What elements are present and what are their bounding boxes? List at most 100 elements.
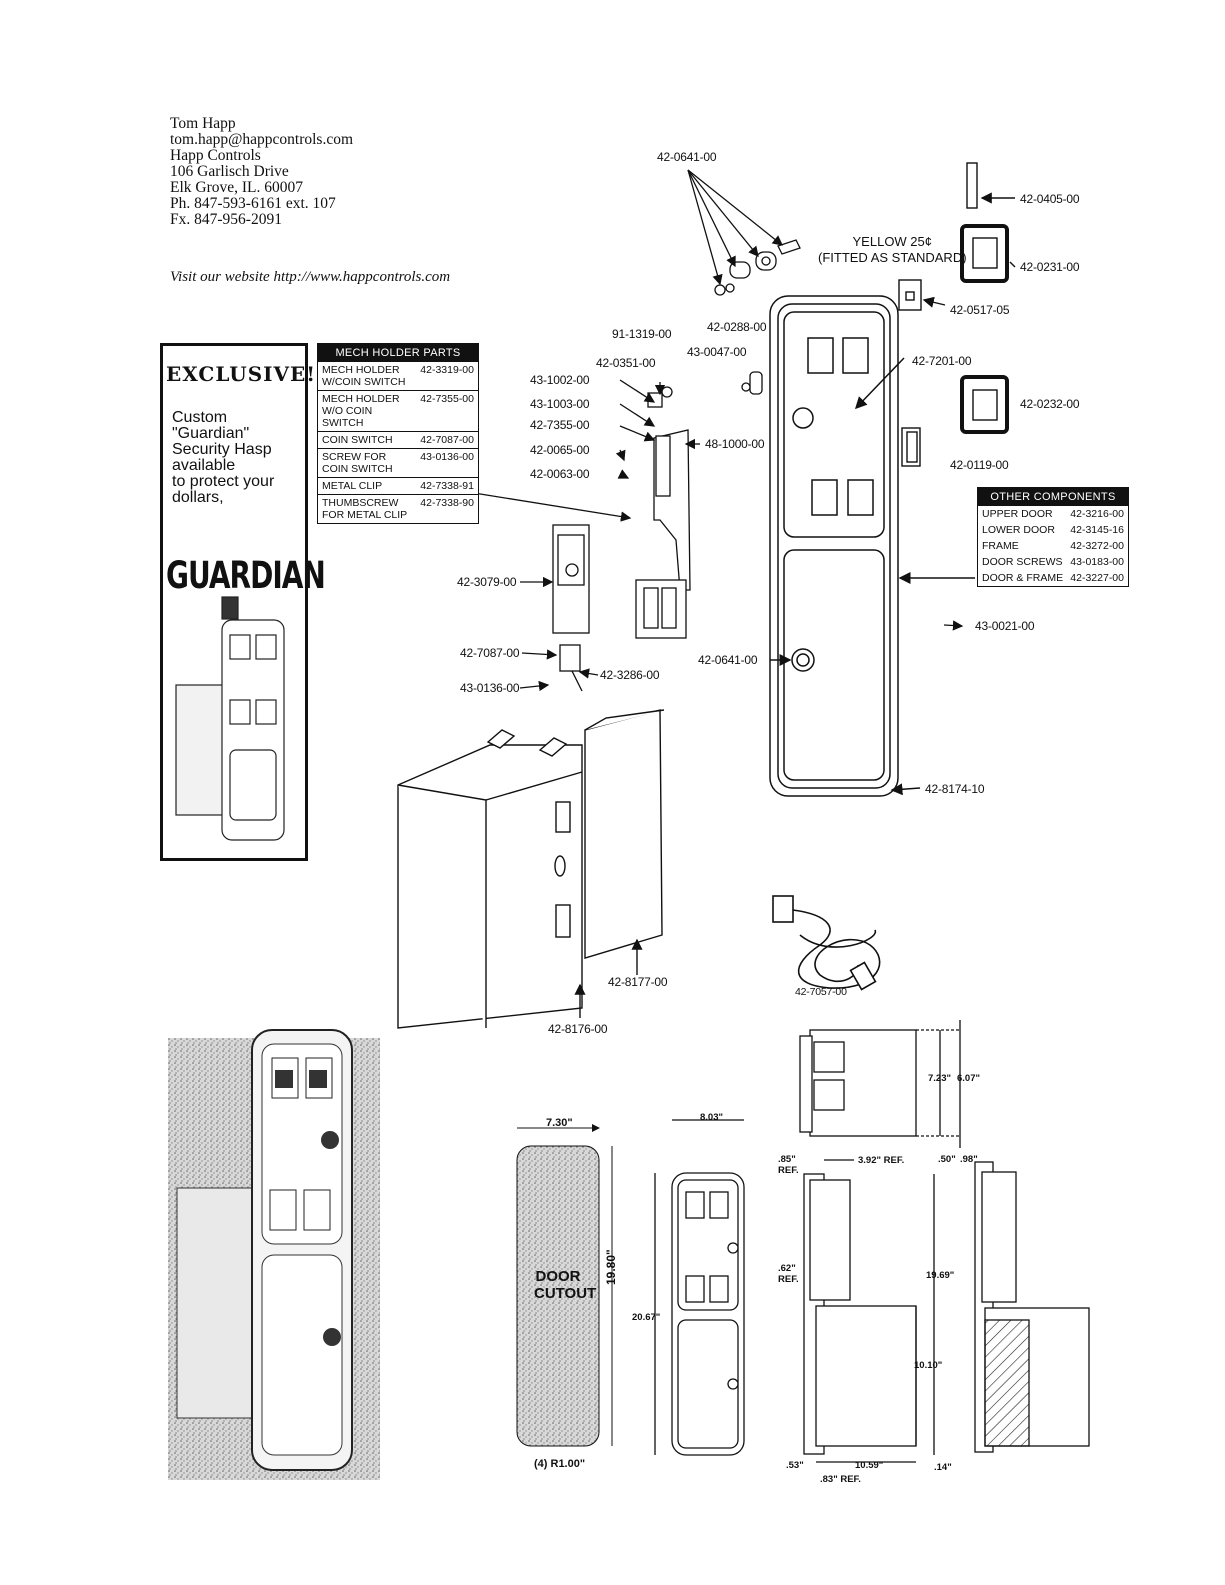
mech-holder-title: MECH HOLDER PARTS <box>318 344 478 362</box>
part-number: 42-3227-00 <box>1070 572 1124 584</box>
yellow-coin-note: YELLOW 25¢ (FITTED AS STANDARD) <box>818 234 967 266</box>
callout-label: 42-0231-00 <box>1020 260 1080 274</box>
coin-door-photo <box>168 1029 380 1480</box>
dim-top-d1: .50" <box>938 1154 956 1165</box>
dim-cutout-radius: (4) R1.00" <box>534 1458 586 1470</box>
callout-label: 43-0047-00 <box>687 345 747 359</box>
door-cutout-label: DOOR CUTOUT <box>534 1268 596 1302</box>
section-view <box>974 1161 1090 1453</box>
callout-label: 42-8174-10 <box>925 782 985 796</box>
callout-label: 42-0517-05 <box>950 303 1010 317</box>
callout-label: 42-0641-00 <box>657 150 717 164</box>
callout-label: 42-8176-00 <box>548 1022 608 1036</box>
yellow-note-line2: (FITTED AS STANDARD) <box>818 250 967 265</box>
other-components-title: OTHER COMPONENTS <box>978 488 1128 506</box>
part-number: 42-7087-00 <box>420 434 474 446</box>
parts-row: COIN SWITCH 42-7087-00 <box>318 432 478 449</box>
door-cutout-drawing <box>516 1124 613 1447</box>
part-name: MECH HOLDER W/O COIN SWITCH <box>322 393 400 429</box>
lock-parts <box>687 169 801 296</box>
callout-label: 43-0021-00 <box>975 619 1035 633</box>
contact-block: Tom Happ tom.happ@happcontrols.com Happ … <box>170 116 353 228</box>
dim-side-83: .83" REF. <box>820 1474 861 1485</box>
top-view <box>799 1020 961 1148</box>
part-number: 42-3319-00 <box>420 364 474 376</box>
dim-side-ref1b: REF. <box>778 1165 799 1176</box>
callout-label: 48-1000-00 <box>705 437 765 451</box>
dim-side-53: .53" <box>786 1460 804 1471</box>
callout-label: 43-0136-00 <box>460 681 520 695</box>
callout-label: 42-0351-00 <box>596 356 656 370</box>
contact-fax: Fx. 847-956-2091 <box>170 211 282 228</box>
dim-side-ref1: .85" <box>778 1154 796 1165</box>
dim-door-height: 20.67" <box>632 1312 661 1323</box>
callout-label: 42-0288-00 <box>707 320 767 334</box>
dim-door-width: 8.03" <box>700 1112 723 1123</box>
callout-label: 42-0065-00 <box>530 443 590 457</box>
contact-street: 106 Garlisch Drive <box>170 163 289 180</box>
contact-email[interactable]: tom.happ@happcontrols.com <box>170 131 354 148</box>
callout-label: 43-1002-00 <box>530 373 590 387</box>
promo-line: "Guardian" <box>172 425 250 442</box>
dim-top-h1: 7.23" <box>928 1073 951 1084</box>
coin-door-exploded <box>769 295 975 797</box>
promo-text: Custom "Guardian" Security Hasp availabl… <box>172 410 274 506</box>
callout-label: 42-0405-00 <box>1020 192 1080 206</box>
callout-label: 42-7087-00 <box>460 646 520 660</box>
part-number: 42-3272-00 <box>1070 540 1124 552</box>
contact-name: Tom Happ <box>170 115 236 132</box>
part-number: 42-3145-16 <box>1070 524 1124 536</box>
dim-side-1010: 10.10" <box>914 1360 943 1371</box>
dim-side-1059: 10.59" <box>855 1460 884 1471</box>
promo-title: EXCLUSIVE! <box>166 362 317 386</box>
guardian-brand: GUARDIAN <box>166 553 326 598</box>
callout-label: 42-0641-00 <box>698 653 758 667</box>
dim-side-392: 3.92" REF. <box>858 1155 905 1166</box>
callout-label: 42-3286-00 <box>600 668 660 682</box>
part-number: 42-7338-91 <box>420 480 474 492</box>
callout-label: 42-7355-00 <box>530 418 590 432</box>
callout-label: 42-0232-00 <box>1020 397 1080 411</box>
callout-label: 42-8177-00 <box>608 975 668 989</box>
cash-box <box>397 709 665 1029</box>
door-cutout-line1: DOOR <box>535 1268 581 1285</box>
yellow-note-line1: YELLOW 25¢ <box>852 234 933 249</box>
part-number: 43-0136-00 <box>420 451 474 463</box>
dim-top-d2: .98" <box>960 1154 978 1165</box>
callout-label: 42-0063-00 <box>530 467 590 481</box>
part-name: COIN SWITCH <box>322 434 393 446</box>
dim-side-ref2b: REF. <box>778 1274 799 1285</box>
coin-entry-parts <box>898 162 1016 467</box>
coin-mech-parts <box>519 524 964 692</box>
dim-side-ref2: .62" <box>778 1263 796 1274</box>
promo-line: dollars, <box>172 489 224 506</box>
callout-label: 91-1319-00 <box>612 327 672 341</box>
dim-cutout-width: 7.30" <box>546 1117 573 1129</box>
parts-row: FRAME 42-3272-00 <box>978 538 1128 554</box>
dim-side-1969: 19.69" <box>926 1270 955 1281</box>
dim-side-14: .14" <box>934 1462 952 1473</box>
promo-coin-door-image <box>175 596 285 841</box>
contact-company: Happ Controls <box>170 147 261 164</box>
promo-line: Security Hasp <box>172 441 272 458</box>
part-name: UPPER DOOR <box>982 508 1053 520</box>
dim-cutout-height: 19.80" <box>604 1249 618 1285</box>
part-name: FRAME <box>982 540 1019 552</box>
side-view <box>803 1159 935 1463</box>
website-link[interactable]: Visit our website http://www.happcontrol… <box>170 269 451 285</box>
part-name: LOWER DOOR <box>982 524 1055 536</box>
wire-harness <box>772 895 881 991</box>
callout-label: 42-7057-00 <box>795 986 847 998</box>
promo-line: available <box>172 457 236 474</box>
contact-city: Elk Grove, IL. 60007 <box>170 179 304 196</box>
contact-phone: Ph. 847-593-6161 ext. 107 <box>170 195 336 212</box>
